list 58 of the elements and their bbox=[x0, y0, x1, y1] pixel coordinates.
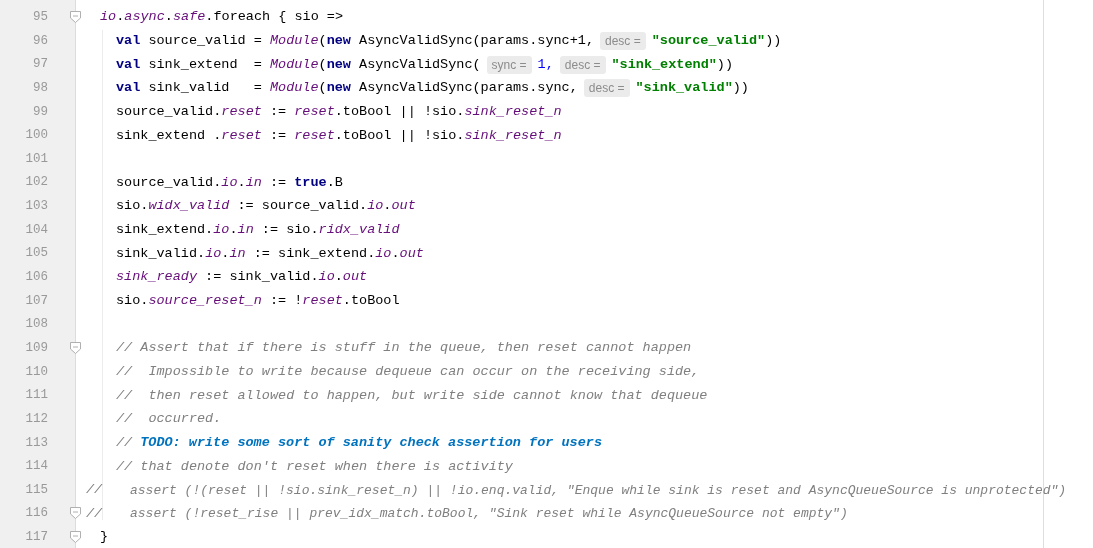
line-number: 106 bbox=[24, 269, 48, 287]
code-comment: // then reset allowed to happen, but write side cannot know that dequeue bbox=[116, 386, 708, 405]
code-comment: // Assert that if there is stuff in the queue, then reset cannot happen bbox=[116, 339, 692, 358]
code-text: )) bbox=[765, 32, 782, 50]
code-text: val sink_extend = Module(new AsyncValidSync( bbox=[116, 55, 481, 74]
line-number: 96 bbox=[32, 32, 48, 50]
code-text: source_valid.io.in := true.B bbox=[116, 173, 343, 192]
code-text: sink_ready := sink_valid.io.out bbox=[116, 268, 368, 287]
code-comment: // Impossible to write because dequeue can occur on the receiving side, bbox=[116, 362, 700, 381]
code-text: sink_extend.io.in := sio.ridx_valid bbox=[116, 221, 400, 240]
string-literal: "sink_valid" bbox=[635, 79, 733, 98]
code-text: sink_valid.io.in := sink_extend.io.out bbox=[116, 244, 424, 263]
line-number: 105 bbox=[24, 245, 48, 263]
code-text: sio.source_reset_n := !reset.toBool bbox=[116, 292, 400, 311]
line-number: 104 bbox=[24, 221, 48, 239]
parameter-hint: desc = bbox=[559, 55, 606, 74]
line-number: 101 bbox=[24, 150, 48, 168]
code-comment: assert (!(reset || !sio.sink_reset_n) || !io.enq.valid, "Enque while sink is reset and AsyncQueueSource is unprotected") bbox=[130, 481, 1067, 500]
code-text: sink_extend .reset := reset.toBool || !sio.sink_reset_n bbox=[116, 126, 562, 145]
parameter-hint: sync = bbox=[486, 55, 532, 74]
line-number: 99 bbox=[32, 103, 48, 121]
line-number: 102 bbox=[24, 174, 48, 192]
code-comment: // occurred. bbox=[116, 410, 222, 429]
comment-marker: // bbox=[86, 504, 104, 523]
line-number: 112 bbox=[24, 410, 48, 428]
code-text: val sink_valid = Module(new AsyncValidSync(params.sync, bbox=[116, 79, 578, 98]
line-number: 115 bbox=[24, 481, 48, 499]
code-text: )) bbox=[716, 55, 734, 74]
line-number: 98 bbox=[32, 79, 48, 97]
line-number: 100 bbox=[24, 127, 48, 145]
code-comment: // bbox=[116, 433, 133, 452]
line-number: 103 bbox=[24, 198, 48, 216]
line-number: 113 bbox=[24, 434, 48, 452]
line-number: 107 bbox=[24, 292, 48, 310]
line-number: 110 bbox=[24, 363, 48, 381]
code-text: val source_valid = Module(new AsyncValidSync(params.sync+1, bbox=[116, 32, 594, 50]
code-text: io.async.safe.foreach { sio => bbox=[100, 8, 344, 27]
parameter-hint: desc = bbox=[600, 32, 646, 51]
line-number: 111 bbox=[24, 387, 48, 405]
code-comment: assert (!reset_rise || prev_idx_match.toBool, "Sink reset while AsyncQueueSource not empty") bbox=[130, 505, 848, 524]
code-text: )) bbox=[732, 79, 749, 98]
comment-marker: // bbox=[86, 481, 104, 500]
code-text: source_valid.reset := reset.toBool || !sio.sink_reset_n bbox=[116, 102, 562, 121]
string-literal: "source_valid" bbox=[651, 32, 766, 50]
line-number: 108 bbox=[24, 316, 48, 334]
line-number: 116 bbox=[24, 505, 48, 523]
number-literal: 1, bbox=[537, 55, 554, 74]
line-number: 114 bbox=[24, 458, 48, 476]
code-text: sio.widx_valid := source_valid.io.out bbox=[116, 197, 416, 216]
code-comment: // that denote don't reset when there is activity bbox=[116, 457, 513, 476]
string-literal: "sink_extend" bbox=[611, 55, 717, 74]
line-number: 97 bbox=[32, 56, 48, 74]
line-number: 109 bbox=[24, 339, 48, 357]
line-number: 95 bbox=[32, 9, 48, 26]
line-number: 117 bbox=[24, 529, 48, 547]
code-text: } bbox=[100, 528, 109, 547]
todo-comment: TODO: write some sort of sanity check assertion for users bbox=[140, 433, 602, 452]
parameter-hint: desc = bbox=[583, 79, 630, 98]
